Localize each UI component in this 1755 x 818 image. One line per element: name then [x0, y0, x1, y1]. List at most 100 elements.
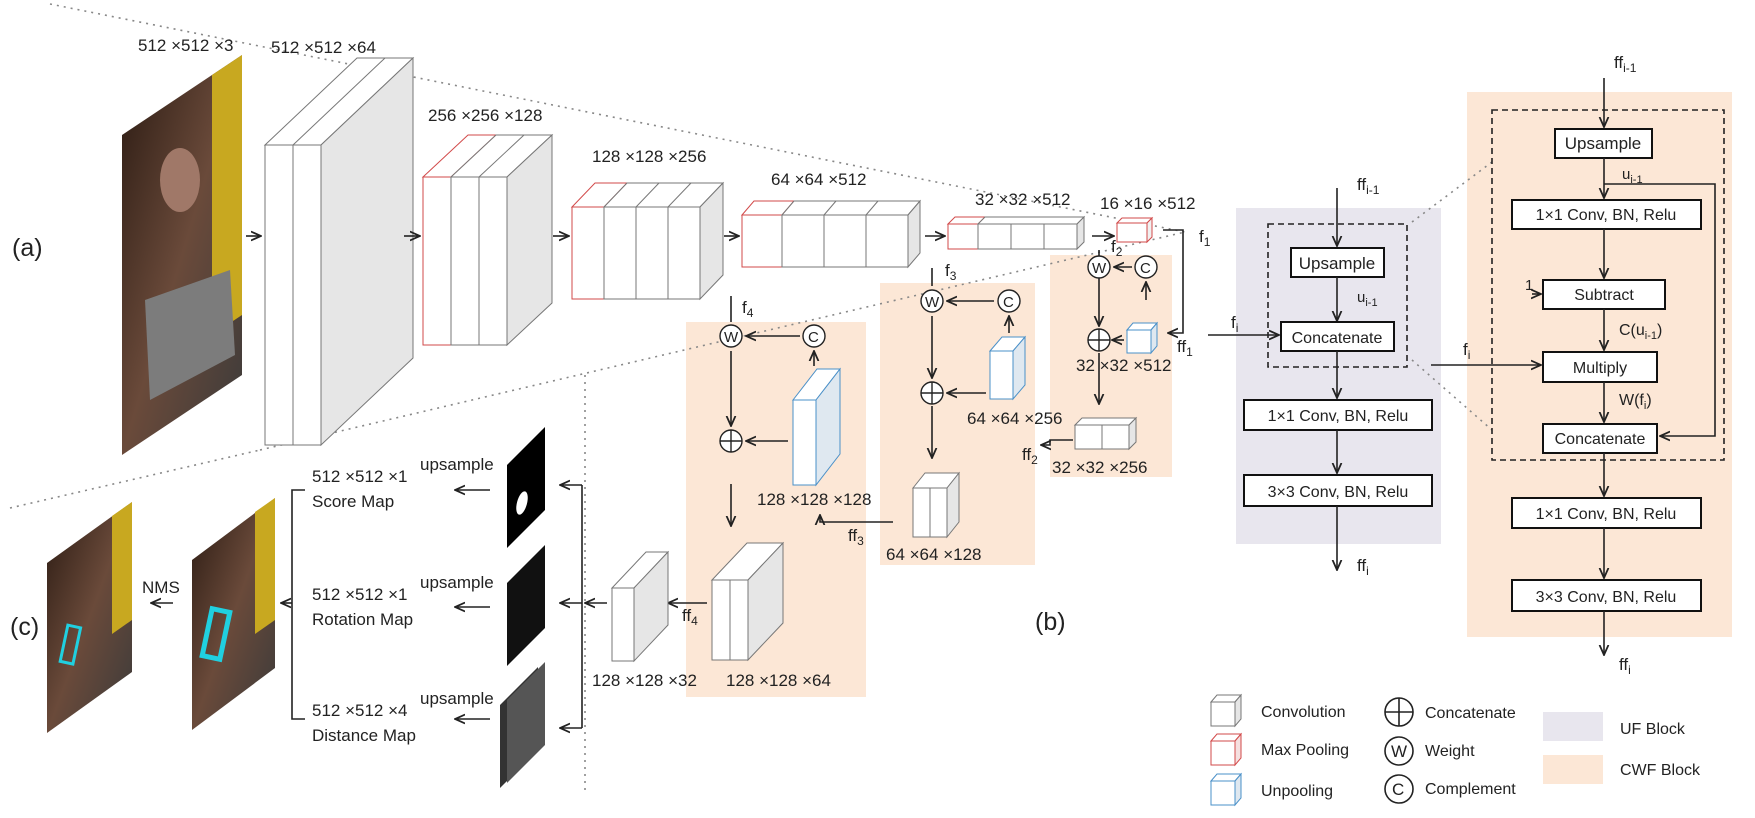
feature-ff1: ff1 [1177, 337, 1193, 359]
legend-uf-swatch [1543, 712, 1603, 741]
uf-f-label: fi [1231, 313, 1238, 335]
cwf-conv3-label: 3×3 Conv, BN, Relu [1536, 589, 1677, 606]
feature-f2: f2 [1111, 237, 1123, 259]
cwf-concatenate-label: Concatenate [1555, 431, 1646, 448]
weight-node-3 [719, 324, 743, 348]
weight-symbol-3: W [724, 329, 739, 346]
cwf-conv3-box [1511, 579, 1702, 612]
conv3-block [570, 181, 725, 301]
shape-final-conv: 128 ×128 ×32 [592, 671, 697, 690]
output-maps [281, 427, 545, 788]
panel-label-b: (b) [1035, 608, 1066, 636]
complement-node-3 [802, 324, 826, 348]
feature-f1: f1 [1199, 227, 1211, 249]
cwf-stage-2 [820, 268, 1027, 539]
cwf-block-detail [1431, 78, 1725, 655]
feature-ff2: ff2 [1022, 445, 1038, 467]
candidate-image [192, 498, 275, 730]
perspective-guides [9, 3, 1493, 795]
legend-max-pooling: Max Pooling [1261, 742, 1349, 759]
uf-u-label: ui-1 [1357, 289, 1378, 309]
shape-cwf1-out: 32 ×32 ×512 [1076, 356, 1171, 375]
cwf-output-label: ffi [1619, 655, 1631, 677]
legend-complement-symbol [1384, 774, 1414, 804]
legend [1209, 693, 1603, 807]
conv5-block [946, 215, 1086, 251]
shape-cwf1-conv: 32 ×32 ×256 [1052, 458, 1147, 477]
cwf-conv1-inner-box [1511, 199, 1702, 230]
cwf-w-label: W(fi) [1619, 392, 1652, 412]
conv1-block [263, 56, 415, 447]
cwf-conv1-label: 1×1 Conv, BN, Relu [1536, 506, 1677, 523]
rotation-map-name: Rotation Map [312, 610, 413, 629]
distance-map-upsample: upsample [420, 689, 494, 708]
shape-conv1: 512 ×512 ×64 [271, 38, 376, 57]
legend-maxpool-swatch [1210, 740, 1236, 766]
cwf-subtract-label: Subtract [1574, 287, 1634, 304]
legend-complement: Complement [1425, 781, 1516, 798]
cwf-concatenate-box [1542, 423, 1658, 454]
shape-cwf3-unpool: 128 ×128 ×128 [757, 490, 871, 509]
cwf-one-label: 1 [1525, 277, 1533, 294]
feature-f3: f3 [945, 261, 957, 283]
uf-conv3-box [1243, 474, 1433, 507]
cwf-stage-1 [1041, 229, 1184, 449]
uf-block-detail [1208, 188, 1433, 570]
rotation-map-shape: 512 ×512 ×1 [312, 585, 407, 604]
shape-conv4: 64 ×64 ×512 [771, 170, 866, 189]
unpool-block-2 [989, 350, 1014, 400]
shape-cwf2-conv: 64 ×64 ×128 [886, 545, 981, 564]
uf-concatenate-label: Concatenate [1292, 330, 1383, 347]
legend-unpooling: Unpooling [1261, 783, 1333, 800]
unpool-block-3 [792, 399, 817, 486]
weight-symbol-2: W [925, 294, 940, 311]
weight-node-2 [920, 289, 944, 313]
legend-complement-glyph: C [1392, 780, 1404, 799]
cwf-upsample-label: Upsample [1565, 134, 1642, 153]
pool5-block [1115, 216, 1154, 244]
shape-pool5: 16 ×16 ×512 [1100, 194, 1195, 213]
unpool-block-1 [1126, 329, 1152, 354]
panel-label-c: (c) [10, 613, 39, 641]
distance-map-shape: 512 ×512 ×4 [312, 701, 407, 720]
shape-input: 512 ×512 ×3 [138, 36, 233, 55]
uf-upsample-box [1290, 247, 1385, 278]
cwf-stage-3 [668, 296, 842, 662]
cwf-multiply-box [1542, 351, 1658, 383]
uf-conv3-label: 3×3 Conv, BN, Relu [1268, 484, 1409, 501]
cwf-multiply-label: Multiply [1573, 360, 1627, 377]
encoder-blocks [263, 56, 1154, 447]
final-conv-block [560, 485, 670, 728]
rotation-map-upsample: upsample [420, 573, 494, 592]
complement-symbol-2: C [1003, 294, 1014, 311]
result-images [47, 498, 275, 733]
conv4-block [740, 199, 922, 269]
complement-node-2 [997, 289, 1021, 313]
legend-unpool-swatch [1210, 780, 1236, 806]
legend-concatenate: Concatenate [1425, 705, 1516, 722]
cwf-c-label: C(ui-1) [1619, 322, 1662, 342]
score-map-image [507, 427, 545, 548]
nms-label: NMS [142, 578, 180, 597]
legend-cwf-block: CWF Block [1620, 762, 1701, 779]
cwf-conv1-inner-label: 1×1 Conv, BN, Relu [1536, 207, 1677, 224]
shape-cwf2-unpool: 64 ×64 ×256 [967, 409, 1062, 428]
panel-label-a: (a) [12, 234, 43, 262]
feature-ff4: ff4 [682, 606, 698, 628]
cwf-conv1-box [1511, 497, 1702, 529]
complement-symbol-1: C [1140, 260, 1151, 277]
uf-input-label: ffi-1 [1357, 175, 1380, 197]
legend-weight-glyph: W [1391, 742, 1407, 761]
labels: (a) (b) (c) 512 ×512 ×3 512 ×512 ×64 256… [10, 36, 1701, 800]
weight-node-1 [1087, 255, 1111, 279]
uf-output-label: ffi [1357, 556, 1369, 578]
input-image [122, 55, 242, 455]
shape-conv2: 256 ×256 ×128 [428, 106, 542, 125]
complement-node-1 [1134, 255, 1158, 279]
legend-convolution-swatch [1210, 701, 1236, 727]
shape-conv3: 128 ×128 ×256 [592, 147, 706, 166]
uf-conv1-label: 1×1 Conv, BN, Relu [1268, 408, 1409, 425]
score-map-name: Score Map [312, 492, 394, 511]
cwf-f-label: fi [1463, 340, 1470, 362]
legend-weight-symbol [1384, 736, 1414, 766]
